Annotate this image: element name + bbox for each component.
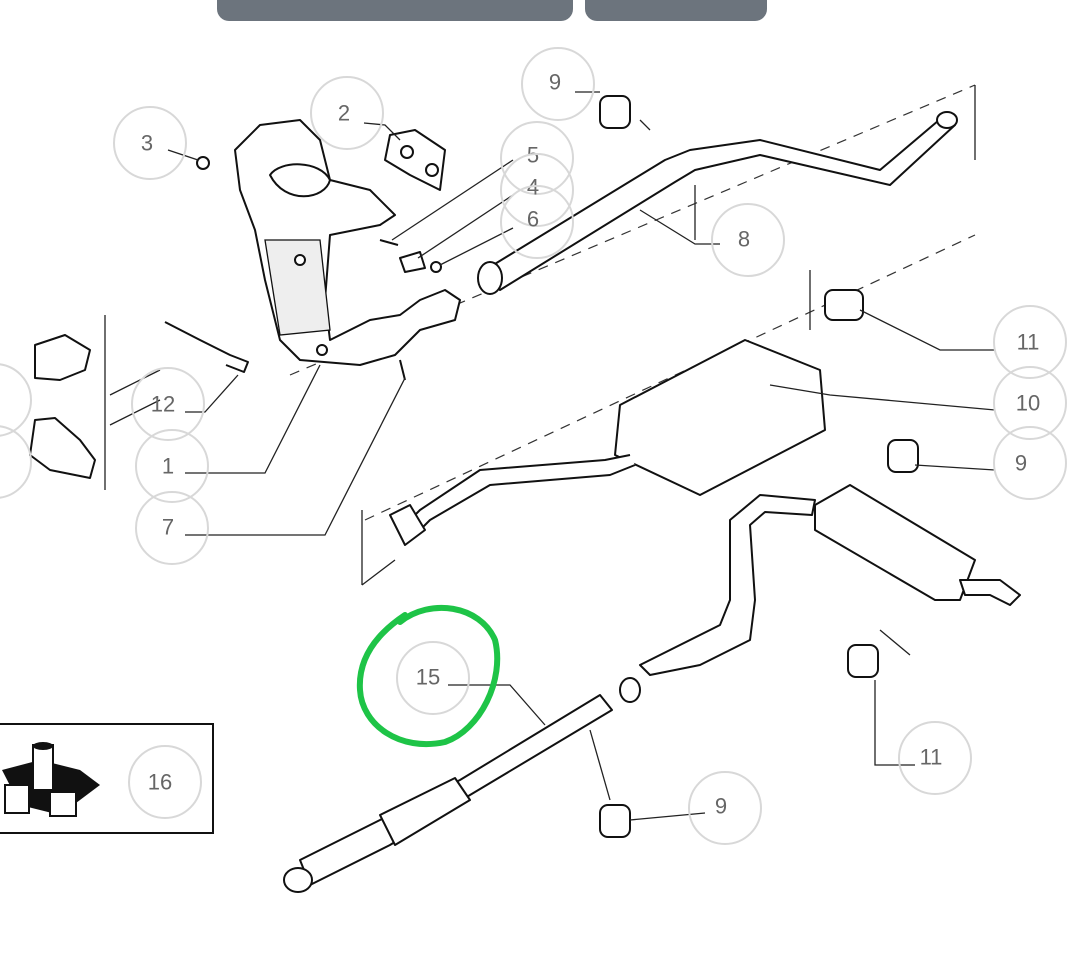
svg-text:9: 9	[1015, 451, 1027, 476]
svg-text:11: 11	[920, 745, 943, 770]
callout-1[interactable]: 1	[135, 429, 209, 503]
rubber-mount-9-right[interactable]	[887, 439, 919, 473]
guide-lines	[104, 84, 976, 656]
svg-text:10: 10	[1016, 391, 1040, 416]
svg-text:12: 12	[151, 392, 175, 417]
kit-icon	[2, 742, 100, 817]
oxygen-sensor[interactable]	[164, 321, 249, 373]
callout-6[interactable]: 6	[500, 185, 574, 259]
callout-3[interactable]: 3	[113, 106, 187, 180]
callout-8[interactable]: 8	[711, 203, 785, 277]
highlight-circle	[356, 604, 501, 748]
callout-12[interactable]: 12	[131, 367, 205, 441]
bracket-left-upper[interactable]	[34, 334, 91, 381]
rubber-mount-11-upper[interactable]	[824, 289, 864, 321]
svg-text:8: 8	[738, 227, 750, 252]
svg-text:3: 3	[141, 131, 153, 156]
callout-15[interactable]: 15	[396, 641, 470, 715]
kit-box-16[interactable]	[0, 723, 214, 834]
svg-text:16: 16	[148, 770, 172, 795]
bolt-bracket-4-5[interactable]	[379, 239, 426, 273]
svg-text:7: 7	[162, 515, 174, 540]
toolbar-tab-1[interactable]	[217, 0, 573, 21]
svg-text:9: 9	[549, 70, 561, 95]
svg-text:15: 15	[416, 665, 440, 690]
callout-16[interactable]: 16	[128, 745, 202, 819]
callout-2[interactable]: 2	[310, 76, 384, 150]
bolt-part-7[interactable]	[399, 359, 406, 381]
rubber-mount-9-top[interactable]	[599, 95, 631, 129]
rear-silencer-10[interactable]	[389, 339, 826, 546]
callout-11-lower[interactable]: 11	[898, 721, 972, 795]
lower-rear-assembly[interactable]	[619, 484, 1021, 703]
callout-10[interactable]: 10	[993, 366, 1067, 440]
rubber-mount-11-lower[interactable]	[847, 644, 879, 678]
rubber-mount-9-bottom[interactable]	[599, 804, 631, 838]
front-pipe-15[interactable]	[283, 694, 613, 893]
svg-text:2: 2	[338, 101, 350, 126]
toolbar-tab-2[interactable]	[585, 0, 767, 21]
svg-text:6: 6	[527, 207, 539, 232]
svg-text:1: 1	[162, 454, 174, 479]
svg-text:11: 11	[1017, 330, 1040, 355]
callout-9-bottom[interactable]: 9	[688, 771, 762, 845]
manifold-gasket[interactable]	[384, 129, 446, 191]
nut-part-3[interactable]	[196, 156, 210, 170]
svg-text:9: 9	[715, 794, 727, 819]
nut-part-6[interactable]	[430, 261, 442, 273]
callout-9-top[interactable]: 9	[521, 47, 595, 121]
callout-partial-left	[0, 363, 32, 499]
bracket-left-lower[interactable]	[29, 417, 96, 479]
exhaust-manifold-catalyst[interactable]	[234, 119, 461, 366]
callout-7[interactable]: 7	[135, 491, 209, 565]
callout-9-right[interactable]: 9	[993, 426, 1067, 500]
callout-11-upper[interactable]: 11	[993, 305, 1067, 379]
intermediate-pipe-8[interactable]	[477, 111, 958, 295]
